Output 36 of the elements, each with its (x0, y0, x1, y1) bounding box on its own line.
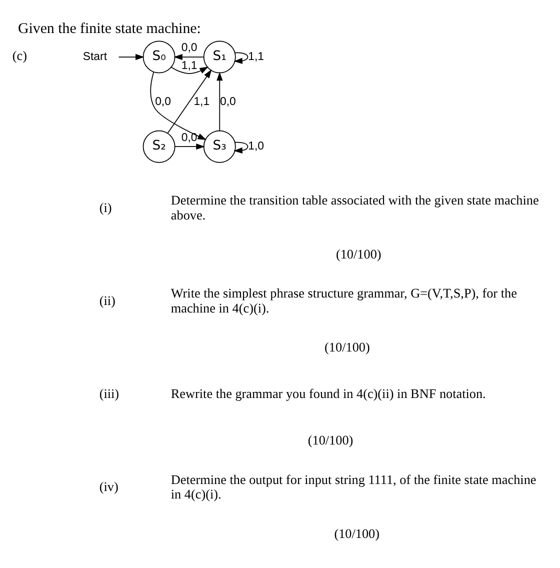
arrow (234, 52, 248, 64)
label: Write the simplest phrase structure grammar, G=(V,T,S,P), for the machine in 4(c)(i). (170, 286, 517, 316)
node-circle: S₂ (142, 130, 176, 163)
label: Determine the output for input string 1111, of the finite state machine in 4(c)(i). (170, 472, 536, 502)
edge-label: 0,0 (220, 96, 236, 108)
diagram-title: Given the finite state machine: (18, 20, 201, 37)
arrow (234, 142, 248, 154)
node-circle: S₀ (142, 40, 176, 74)
edge-label: 1,1 (248, 51, 264, 64)
edge-label: 1,0 (248, 140, 264, 153)
label: (iii) (99, 386, 120, 402)
label: (10/100) (308, 432, 354, 448)
arrow (167, 69, 212, 134)
arrow (174, 54, 204, 60)
arrow (170, 66, 208, 74)
node-circle: S₃ (203, 130, 236, 163)
label: (10/100) (336, 246, 382, 262)
arrow (216, 72, 223, 132)
label: (10/100) (334, 526, 380, 541)
arrow (118, 54, 144, 60)
edge-label: 1,1 (181, 60, 198, 72)
arrow (150, 72, 207, 140)
node-circle: S₁ (203, 40, 236, 74)
label: (ii) (99, 293, 116, 308)
edge-label: 1,1 (194, 96, 210, 108)
node-text: Start (82, 51, 107, 64)
edge-label: 0,0 (181, 132, 198, 144)
label: (i) (99, 200, 112, 215)
edge-label: 0,0 (181, 42, 198, 54)
arrow (174, 144, 205, 150)
label: (c) (12, 48, 28, 64)
label: Rewrite the grammar you found in 4(c)(ii) in BNF notation. (170, 386, 486, 402)
label: Determine the transition table associated with the given state machine above. (170, 192, 539, 222)
label: (10/100) (324, 340, 370, 355)
edge-label: 0,0 (155, 96, 171, 108)
label: (iv) (99, 479, 118, 494)
